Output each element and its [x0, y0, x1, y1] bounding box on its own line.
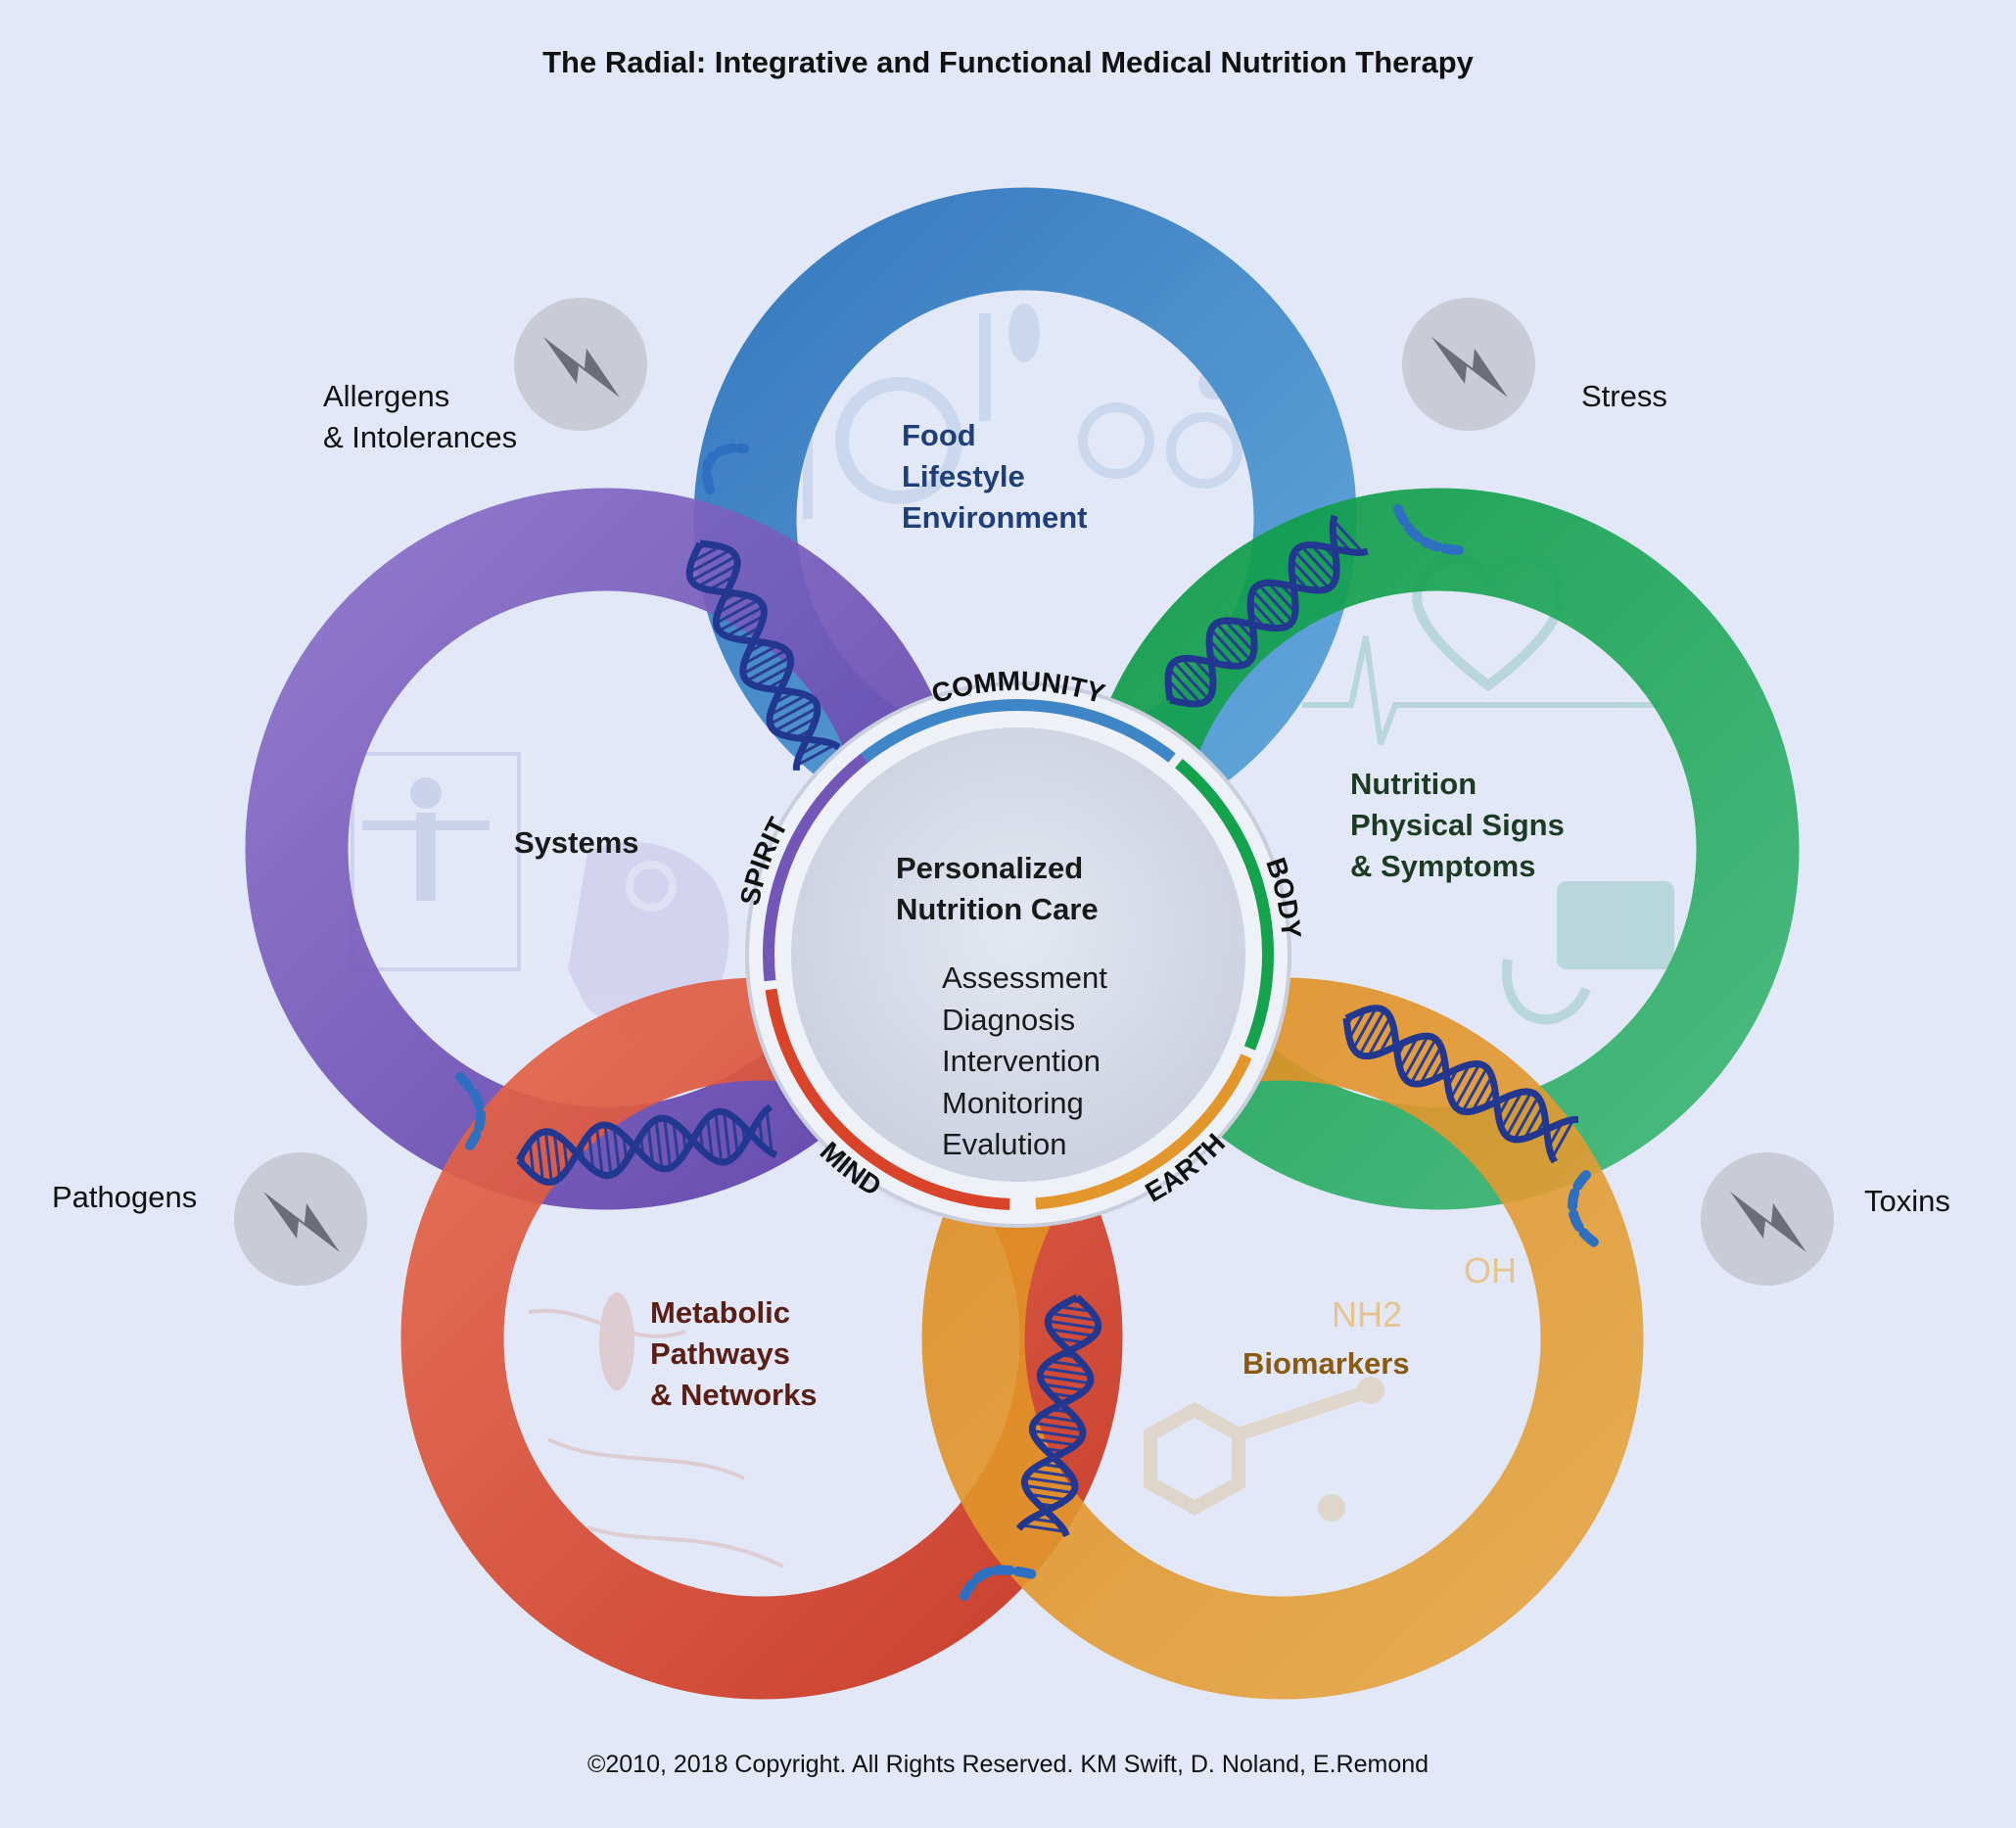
food-label-line: Lifestyle [902, 459, 1025, 493]
center-arcs [763, 699, 1274, 1210]
molecule-icon [1144, 1377, 1384, 1522]
systems-label: Systems [514, 822, 639, 864]
center-arc [1175, 759, 1274, 1051]
biomarkers-label-line: Biomarkers [1242, 1346, 1410, 1381]
pathogens-label: Pathogens [52, 1177, 197, 1218]
nutrition-label-line: Nutrition [1350, 767, 1477, 801]
nutrition-label: Nutrition Physical Signs & Symptoms [1350, 764, 1565, 887]
center-arc [861, 699, 1176, 763]
biomarkers-ring [921, 977, 1644, 1700]
center-title-line: Nutrition Care [896, 892, 1099, 926]
copyright-notice: ©2010, 2018 Copyright. All Rights Reserv… [586, 1751, 1430, 1778]
metabolic-label-line: Metabolic [650, 1295, 790, 1330]
nutrition-label-line: Physical Signs [1350, 808, 1565, 842]
stress-label-line: Stress [1581, 379, 1667, 413]
biomarkers-label: Biomarkers [1242, 1343, 1410, 1384]
dna-icon [1164, 514, 1369, 708]
systems-label-line: Systems [514, 825, 639, 860]
allergens-label: Allergens & Intolerances [323, 376, 517, 458]
lightning-icon [1701, 1152, 1834, 1286]
toxins-label: Toxins [1864, 1181, 1950, 1222]
lightning-icon [514, 298, 647, 431]
pathogens-label-line: Pathogens [52, 1180, 198, 1214]
dna-icon [1015, 1293, 1102, 1537]
stethoscope-icon [1502, 881, 1674, 1025]
pathways-sketch [528, 1292, 784, 1569]
care-step: Diagnosis [942, 1002, 1076, 1037]
oh-label: OH [1464, 1250, 1517, 1290]
nutrition-label-line: & Symptoms [1350, 849, 1536, 883]
lightning-icon [234, 1152, 367, 1286]
toxins-label-line: Toxins [1864, 1184, 1950, 1218]
dna-icon [685, 539, 841, 771]
metabolic-label-line: & Networks [650, 1378, 818, 1412]
dna-helices [515, 514, 1579, 1537]
care-step: Monitoring [942, 1085, 1084, 1120]
stress-label: Stress [1581, 376, 1667, 417]
center-arc [765, 988, 1010, 1210]
food-label-line: Food [902, 418, 976, 452]
lightning-icon [1402, 298, 1535, 431]
center-arc [763, 753, 868, 982]
center-title: Personalized Nutrition Care [896, 848, 1099, 930]
care-step: Intervention [942, 1044, 1101, 1078]
center-title-line: Personalized [896, 851, 1084, 885]
dna-icon [1342, 1005, 1579, 1164]
plate-icon [803, 304, 1040, 519]
nh2-label: NH2 [1332, 1294, 1402, 1335]
dashed-markers [455, 443, 1601, 1601]
care-step: Evalution [942, 1127, 1067, 1161]
vitruvian-icon [351, 752, 521, 971]
food-label: Food Lifestyle Environment [902, 415, 1087, 539]
metabolic-label: Metabolic Pathways & Networks [650, 1292, 818, 1416]
center-arc [1035, 1054, 1252, 1210]
care-step: Assessment [942, 961, 1107, 995]
allergens-label-line: & Intolerances [323, 420, 518, 454]
food-label-line: Environment [902, 500, 1088, 535]
metabolic-label-line: Pathways [650, 1336, 791, 1371]
allergens-label-line: Allergens [323, 379, 450, 413]
center-inner [791, 727, 1245, 1182]
care-steps: Assessment Diagnosis Intervention Monito… [942, 958, 1107, 1166]
dna-icon [515, 1103, 778, 1186]
page-title: The Radial: Integrative and Functional M… [542, 45, 1474, 79]
stressor-icons [234, 298, 1834, 1286]
